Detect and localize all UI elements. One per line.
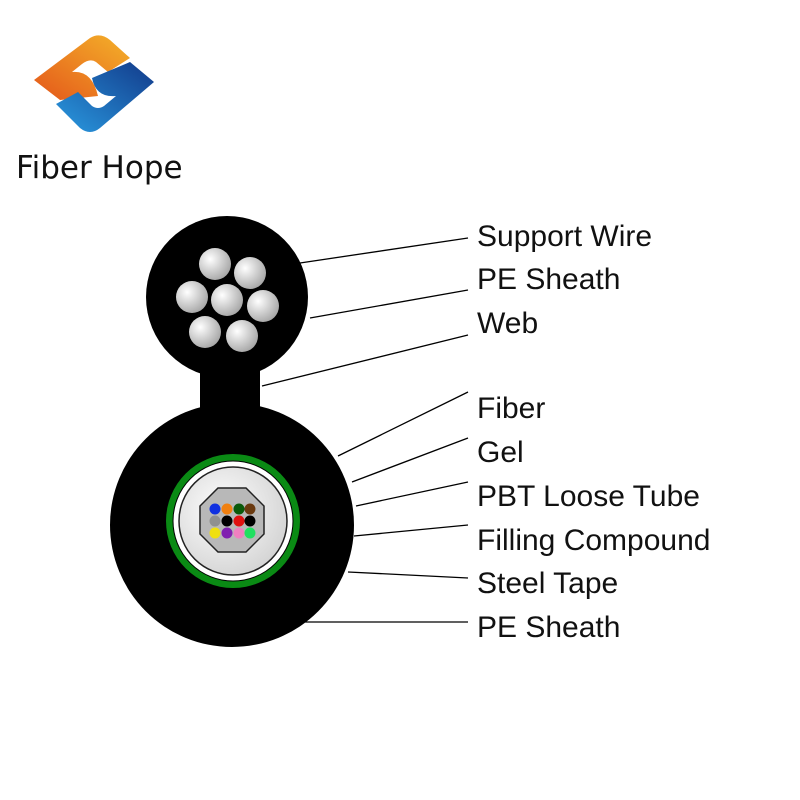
label-pe-sheath-bottom: PE Sheath bbox=[477, 611, 620, 644]
label-filling-compound: Filling Compound bbox=[477, 524, 710, 557]
label-pe-sheath-top: PE Sheath bbox=[477, 263, 620, 296]
leader-line bbox=[337, 391, 469, 457]
labels: Support Wire PE Sheath Web Fiber Gel PBT… bbox=[477, 220, 710, 644]
logo-orange-shape bbox=[34, 35, 130, 100]
fiber bbox=[244, 503, 256, 515]
fiber bbox=[221, 527, 233, 539]
leader-line bbox=[351, 437, 469, 483]
leader-line bbox=[299, 237, 469, 264]
support-wire-unit bbox=[146, 216, 308, 420]
fiber bbox=[221, 503, 233, 515]
fiber bbox=[244, 527, 256, 539]
label-fiber: Fiber bbox=[477, 392, 545, 425]
steel-wire bbox=[189, 316, 221, 348]
steel-wire bbox=[234, 257, 266, 289]
label-pbt-loose-tube: PBT Loose Tube bbox=[477, 480, 700, 513]
fiber bbox=[233, 503, 245, 515]
brand-logo: Fiber Hope bbox=[16, 35, 183, 186]
leader-line bbox=[347, 571, 469, 579]
steel-wire bbox=[199, 248, 231, 280]
fiber bbox=[244, 515, 256, 527]
steel-wire bbox=[226, 320, 258, 352]
label-gel: Gel bbox=[477, 436, 524, 469]
leader-line bbox=[353, 524, 469, 537]
label-web: Web bbox=[477, 307, 538, 340]
fiber bbox=[233, 515, 245, 527]
leader-lines bbox=[261, 237, 469, 623]
steel-wire bbox=[176, 281, 208, 313]
fiber bbox=[209, 515, 221, 527]
fibers bbox=[209, 503, 256, 539]
logo-blue-shape bbox=[56, 62, 154, 132]
label-steel-tape: Steel Tape bbox=[477, 567, 618, 600]
leader-line bbox=[355, 481, 469, 507]
leader-line bbox=[309, 289, 469, 319]
fiber bbox=[221, 515, 233, 527]
fiber bbox=[209, 527, 221, 539]
fiber bbox=[233, 527, 245, 539]
steel-wire bbox=[211, 284, 243, 316]
leader-line bbox=[261, 334, 469, 387]
label-support-wire: Support Wire bbox=[477, 220, 652, 253]
main-cable bbox=[110, 403, 354, 647]
steel-wire bbox=[247, 290, 279, 322]
steel-wires bbox=[176, 248, 279, 352]
fiber bbox=[209, 503, 221, 515]
brand-name: Fiber Hope bbox=[16, 150, 183, 186]
